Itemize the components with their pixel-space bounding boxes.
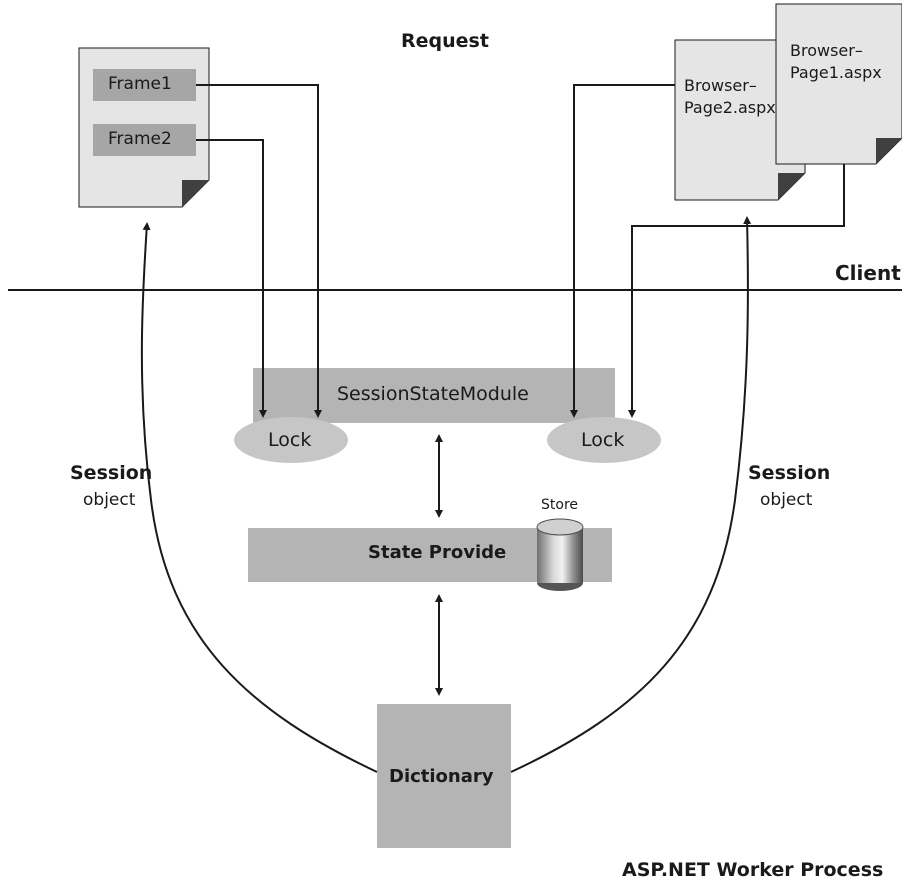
browser-page1-label-line1: Browser– [790,41,863,60]
dictionary-box [377,704,511,848]
browser-page2-fold [778,173,805,200]
session-left-sub-label: object [83,490,136,510]
frame2-request-arrow [196,139,267,418]
store-database-icon [536,518,584,591]
frame1-box [93,69,196,101]
left-document-fold [182,180,209,207]
session-state-module-label: SessionStateModule [337,383,529,405]
worker-process-label: ASP.NET Worker Process [622,859,884,881]
lock-left-label: Lock [268,429,312,451]
browser-page1-fold [876,138,902,164]
frame2-label: Frame2 [108,129,172,149]
request-label: Request [401,30,489,52]
frame1-request-arrow [196,84,322,418]
session-right-label: Session [748,462,831,484]
session-state-module-box [253,368,615,423]
browser-page1-label-line2: Page1.aspx [790,63,882,82]
page2-request-arrow [570,84,675,418]
lock-right-ellipse [547,417,661,463]
session-left-label: Session [70,462,153,484]
store-label: Store [541,497,579,513]
browser-page1-document [775,3,902,165]
lock-left-ellipse [234,417,348,463]
frame1-label: Frame1 [108,74,172,94]
session-object-right-curve [510,216,752,773]
client-label: Client [835,261,901,285]
frame2-box [93,124,196,156]
browser-page2-label-line2: Page2.aspx [684,98,775,117]
left-document [78,47,210,208]
state-provider-label: State Provide [368,542,507,563]
session-right-sub-label: object [760,490,813,510]
lock-right-label: Lock [581,429,625,451]
dictionary-label: Dictionary [389,766,494,787]
browser-page2-label-line1: Browser– [684,76,757,95]
session-object-left-curve [140,222,378,773]
page1-request-arrow [628,164,845,418]
